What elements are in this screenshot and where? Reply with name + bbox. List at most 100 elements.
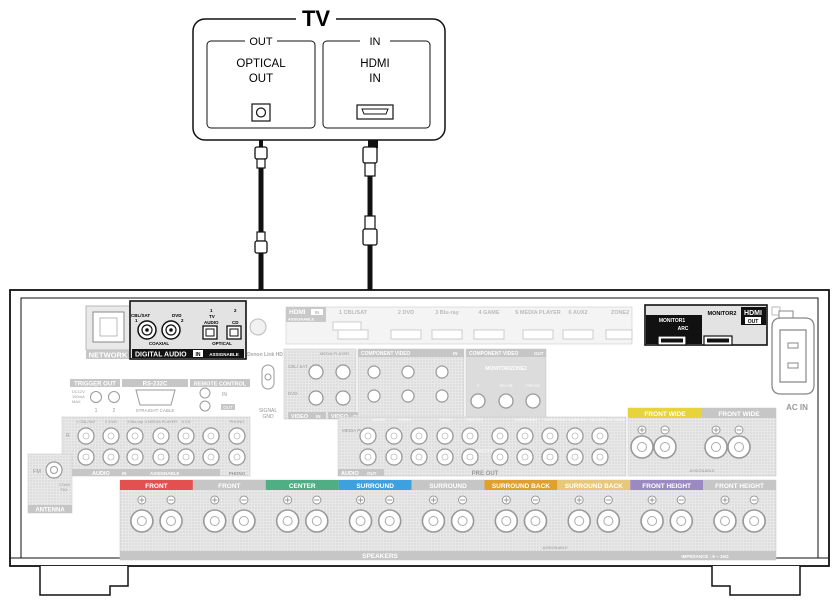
hdmi-input-port[interactable]	[473, 329, 505, 340]
audio-in-jack[interactable]	[102, 448, 120, 466]
trigger-num-1: 1	[95, 408, 98, 414]
speaker-terminal-hole	[311, 516, 322, 526]
denon-link-jack[interactable]	[249, 318, 267, 336]
pre-out-jack[interactable]	[385, 427, 403, 445]
coax2-label: DVD	[172, 313, 182, 318]
video-jack-3[interactable]	[335, 364, 351, 380]
hdmi-in-port[interactable]	[356, 104, 394, 120]
audio-in-jack[interactable]	[202, 448, 220, 466]
component-out-pr[interactable]	[525, 393, 541, 409]
hdmi-out-section: MONITOR1 ARC MONITOR2 HDMI OUT	[644, 304, 768, 346]
component-in-2pb[interactable]	[401, 389, 415, 403]
impedance-label: IMPEDANCE : 6 ~ 16Ω	[681, 554, 729, 559]
pre-out-jack[interactable]	[436, 448, 454, 466]
hdmi-input-port[interactable]	[522, 329, 554, 340]
pre-out-jack-center	[441, 432, 449, 440]
trigger-jack-1[interactable]	[90, 391, 102, 403]
pre-out-jack[interactable]	[461, 427, 479, 445]
hdmi-monitor1-port[interactable]	[657, 335, 687, 346]
audio-in-jack[interactable]	[126, 448, 144, 466]
audio-in-jack[interactable]	[228, 427, 246, 445]
hdmi-input-label: 5 MEDIA PLAYER	[515, 310, 560, 316]
pre-out-jack[interactable]	[436, 427, 454, 445]
audio-in-jack[interactable]	[152, 427, 170, 445]
component-out-label: COMPONENT VIDEO	[469, 351, 519, 357]
hdmi-monitor2-port[interactable]	[703, 335, 733, 346]
pre-out-zone2: ZONE2	[372, 417, 386, 422]
optical-jack-2[interactable]	[226, 325, 242, 340]
front-wide-l-label: FRONT WIDE	[718, 411, 760, 418]
pre-out-jack-center	[571, 432, 579, 440]
pre-out-jack[interactable]	[541, 448, 559, 466]
opt2-label: CD	[232, 320, 239, 325]
pre-out-jack[interactable]	[541, 427, 559, 445]
opt2-num: 2	[234, 308, 237, 313]
trigger-jack-2[interactable]	[108, 391, 120, 403]
optical-jack-1[interactable]	[202, 325, 218, 340]
coax-jack-2[interactable]	[161, 320, 181, 340]
pre-out-jack[interactable]	[359, 427, 377, 445]
coax-jack-1[interactable]	[137, 320, 157, 340]
video-dvd: DVD	[288, 391, 298, 396]
pre-out-jack[interactable]	[491, 427, 509, 445]
audio-in-jack[interactable]	[126, 427, 144, 445]
speaker-group-label: FRONT HEIGHT	[715, 483, 764, 490]
component-video-section: COMPONENT VIDEO IN COMPONENT VIDEO OUT M…	[357, 348, 547, 420]
hdmi-input-port[interactable]	[562, 329, 594, 340]
tv-title-bg	[296, 6, 336, 28]
tv-optical-label-2: OUT	[249, 73, 273, 85]
signal-gnd-terminal[interactable]	[261, 364, 275, 390]
pre-out-jack[interactable]	[516, 427, 534, 445]
component-out-y[interactable]	[470, 393, 486, 409]
speaker-group-header	[557, 480, 631, 490]
audio-in-jack-center	[182, 432, 190, 440]
audio-in-jack[interactable]	[177, 448, 195, 466]
pre-out-jack[interactable]	[385, 448, 403, 466]
comp-pr-label: PR/ CR	[526, 383, 540, 388]
video-section: CBL/ SAT DVD MEDIA PLAYER VIDEO IN VIDEO…	[283, 348, 364, 420]
hdmi-input-port[interactable]	[431, 329, 463, 340]
hdmi-input-port[interactable]	[390, 329, 422, 340]
pre-out-jack[interactable]	[359, 448, 377, 466]
video-jack-1[interactable]	[308, 364, 324, 380]
pre-out-jack[interactable]	[491, 448, 509, 466]
component-in-2y[interactable]	[367, 389, 381, 403]
hdmi-input-label: 2 DVD	[398, 310, 414, 316]
network-port[interactable]	[92, 311, 125, 343]
audio-in-jack[interactable]	[102, 427, 120, 445]
pre-out-jack[interactable]	[566, 448, 584, 466]
speaker-group-header	[120, 480, 193, 490]
pre-out-jack[interactable]	[516, 448, 534, 466]
pre-out-jack[interactable]	[410, 448, 428, 466]
remote-in-jack[interactable]	[199, 387, 211, 399]
audio-in-jack[interactable]	[152, 448, 170, 466]
optical-out-port[interactable]	[251, 103, 271, 122]
component-out-pb[interactable]	[498, 393, 514, 409]
pre-out-jack[interactable]	[591, 448, 609, 466]
component-in-1y[interactable]	[367, 365, 381, 379]
audio-in-jack[interactable]	[228, 448, 246, 466]
component-in-2pr[interactable]	[435, 389, 449, 403]
hdmi-input-port[interactable]	[332, 321, 362, 331]
pre-out-jack[interactable]	[461, 448, 479, 466]
video-jack-2[interactable]	[308, 390, 324, 406]
pre-out-jack[interactable]	[410, 427, 428, 445]
component-in-1pr[interactable]	[435, 365, 449, 379]
rs232c-port[interactable]	[135, 389, 176, 406]
hdmi-zone2-port[interactable]	[605, 329, 633, 340]
audio-in-jack[interactable]	[77, 427, 95, 445]
speaker-terminal-hole	[734, 442, 744, 452]
pre-out-jack[interactable]	[591, 427, 609, 445]
audio-in-jack[interactable]	[77, 448, 95, 466]
video-out-jack[interactable]	[335, 390, 351, 406]
component-in-1pb[interactable]	[401, 365, 415, 379]
pre-out-jack-center	[390, 453, 398, 461]
hdmi-input-label: 6 AUX2	[568, 310, 587, 316]
audio-in-jack[interactable]	[202, 427, 220, 445]
pre-out-jack[interactable]	[566, 427, 584, 445]
speaker-terminal-hole	[355, 516, 366, 526]
remote-out-jack[interactable]	[199, 400, 211, 412]
audio-in-jack[interactable]	[177, 427, 195, 445]
pre-out-jack-center	[571, 453, 579, 461]
hdmi-input-port[interactable]	[337, 329, 369, 340]
